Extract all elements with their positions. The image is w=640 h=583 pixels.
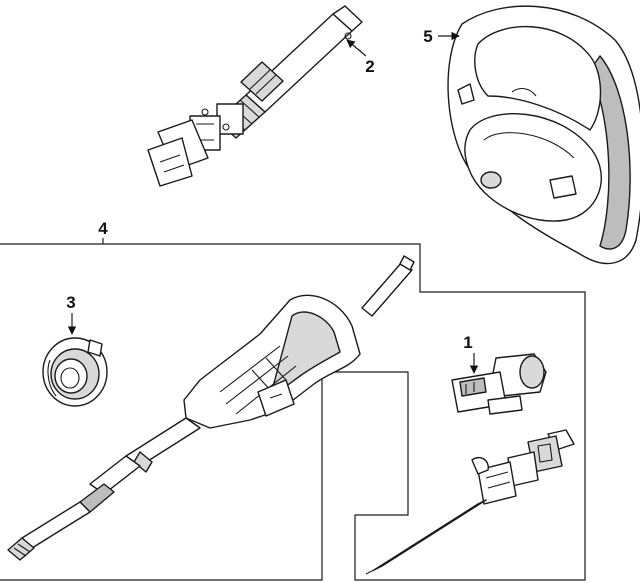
callout-2: 2 (365, 57, 374, 76)
callout-4: 4 (98, 219, 108, 238)
callout-3: 3 (66, 293, 75, 312)
callout-1: 1 (463, 333, 472, 352)
intermediate-shaft (147, 5, 363, 187)
steering-lock-module (451, 353, 547, 415)
steering-wheel (447, 5, 640, 265)
lower-column-shaft (365, 429, 575, 575)
callout-5: 5 (423, 27, 432, 46)
steering-column (7, 255, 415, 561)
clock-spring (42, 337, 108, 407)
callout-2-leader (346, 39, 367, 57)
assembly-frame (0, 243, 586, 581)
